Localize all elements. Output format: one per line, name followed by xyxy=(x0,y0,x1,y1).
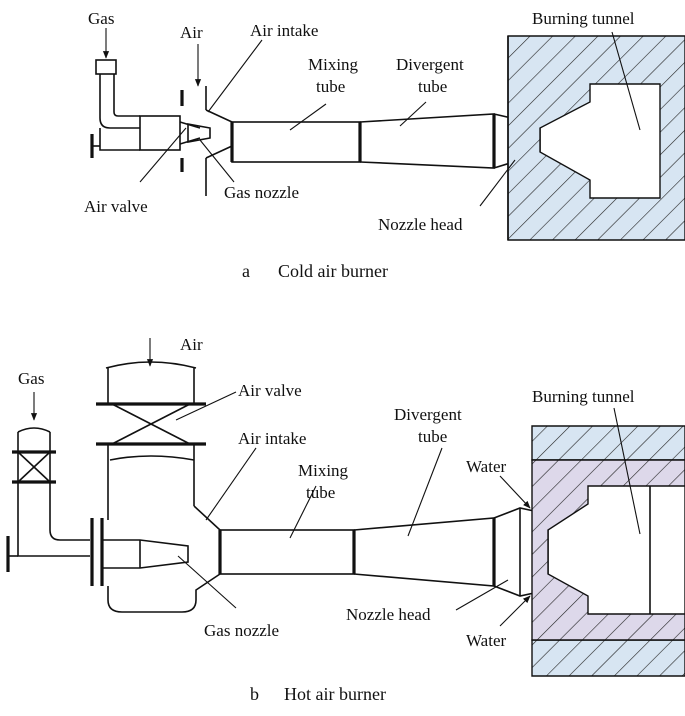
label-gas-b: Gas xyxy=(18,369,44,388)
label-air-intake-b: Air intake xyxy=(238,429,306,448)
label-gas-a: Gas xyxy=(88,9,114,28)
label-air-a: Air xyxy=(180,23,203,42)
mixing-tube-a xyxy=(231,121,361,163)
caption-b: Hot air burner xyxy=(284,684,386,704)
label-divergent-tube-b-1: Divergent xyxy=(394,405,462,424)
divergent-tube-b xyxy=(353,517,495,587)
gas-pipe-outer xyxy=(99,74,140,129)
label-air-intake-a: Air intake xyxy=(250,21,318,40)
divergent-tube-a xyxy=(359,113,495,169)
label-mixing-tube-a-2: tube xyxy=(316,77,345,96)
label-air-valve-a: Air valve xyxy=(84,197,148,216)
label-divergent-tube-b-2: tube xyxy=(418,427,447,446)
caption-letter-a: a xyxy=(242,261,250,281)
cold-air-burner-labels: Gas Air Air intake Mixing tube Divergent… xyxy=(84,9,635,281)
gas-pipe-bottom xyxy=(99,128,140,151)
gas-nozzle-b xyxy=(102,539,189,569)
label-gas-nozzle-a: Gas nozzle xyxy=(224,183,299,202)
mixing-tube-b xyxy=(219,529,355,575)
air-valve-body xyxy=(139,115,181,151)
label-mixing-tube-a-1: Mixing xyxy=(308,55,359,74)
label-air-b: Air xyxy=(180,335,203,354)
label-water-bottom: Water xyxy=(466,631,506,650)
label-divergent-tube-a-1: Divergent xyxy=(396,55,464,74)
label-nozzle-head-b: Nozzle head xyxy=(346,605,431,624)
burning-tunnel-wall-a xyxy=(507,35,685,241)
gas-pipe-inner xyxy=(113,74,140,117)
label-gas-nozzle-b: Gas nozzle xyxy=(204,621,279,640)
gas-cap xyxy=(95,59,117,75)
burning-tunnel-wall-b xyxy=(531,459,685,641)
label-burning-tunnel-b: Burning tunnel xyxy=(532,387,635,406)
label-water-top: Water xyxy=(466,457,506,476)
caption-a: Cold air burner xyxy=(278,261,388,281)
label-divergent-tube-a-2: tube xyxy=(418,77,447,96)
caption-letter-b: b xyxy=(250,684,259,704)
label-air-valve-b: Air valve xyxy=(238,381,302,400)
label-nozzle-head-a: Nozzle head xyxy=(378,215,463,234)
gas-nozzle xyxy=(187,123,211,143)
label-mixing-tube-b-1: Mixing xyxy=(298,461,349,480)
label-burning-tunnel-a: Burning tunnel xyxy=(532,9,635,28)
hot-air-burner-labels: Air Gas Air valve Air intake Mixing tube… xyxy=(18,335,635,704)
label-mixing-tube-b-2: tube xyxy=(306,483,335,502)
cold-air-burner-drawing xyxy=(90,28,685,241)
hot-air-burner-drawing xyxy=(6,338,685,677)
